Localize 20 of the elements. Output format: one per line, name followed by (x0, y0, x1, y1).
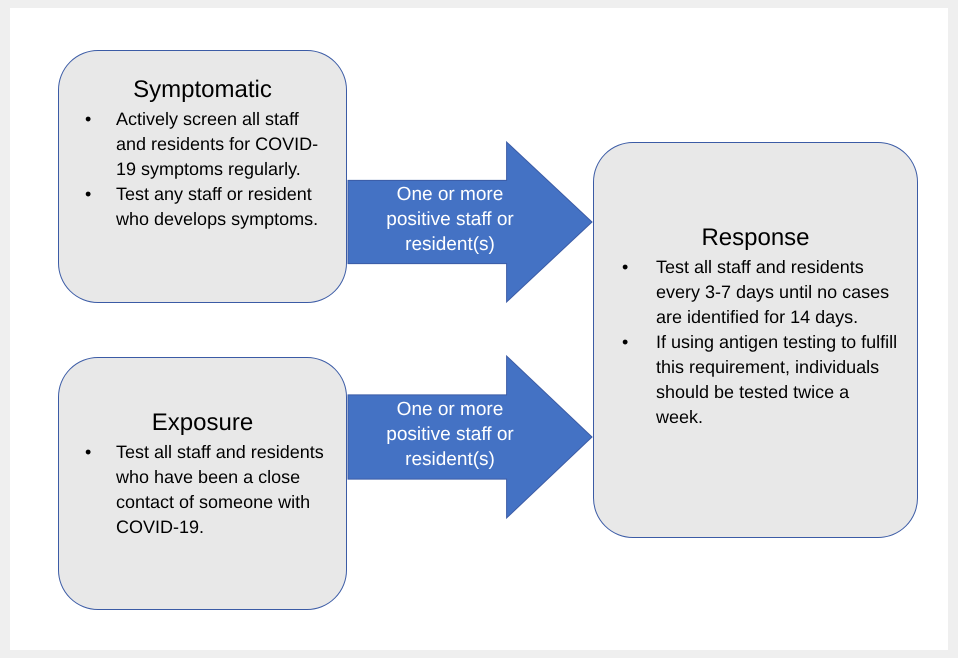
rounded-box (58, 357, 347, 610)
bullet-marker: • (84, 183, 92, 206)
bullet-text: Test all staff and residents who have been a close contact of someone with COVID-19. (116, 441, 325, 539)
bullet-marker: • (621, 331, 630, 354)
edge-label: One or more positive staff or resident(s) (385, 398, 515, 472)
rounded-box (593, 142, 918, 538)
box-heading: Response (701, 223, 810, 253)
bullet-marker: • (84, 108, 92, 131)
box-heading: Exposure (152, 408, 254, 438)
bullet-text: Test all staff and residents every 3-7 days until no cases are identified for 14 days. (656, 256, 890, 329)
rounded-box (58, 50, 347, 303)
bullet-text: Actively screen all staff and residents for COVID-19 symptoms regularly. (116, 108, 320, 181)
block-arrow (348, 140, 593, 304)
block-arrow (348, 354, 593, 520)
box-heading: Symptomatic (133, 75, 272, 105)
bullet-text: If using antigen testing to fulfill this requirement, individuals should be tested twice a week. (656, 331, 898, 429)
bullet-marker: • (621, 256, 630, 279)
bullet-marker: • (84, 441, 92, 464)
bullet-text: Test any staff or resident who develops symptoms. (116, 183, 320, 231)
edge-label: One or more positive staff or resident(s) (385, 183, 515, 257)
